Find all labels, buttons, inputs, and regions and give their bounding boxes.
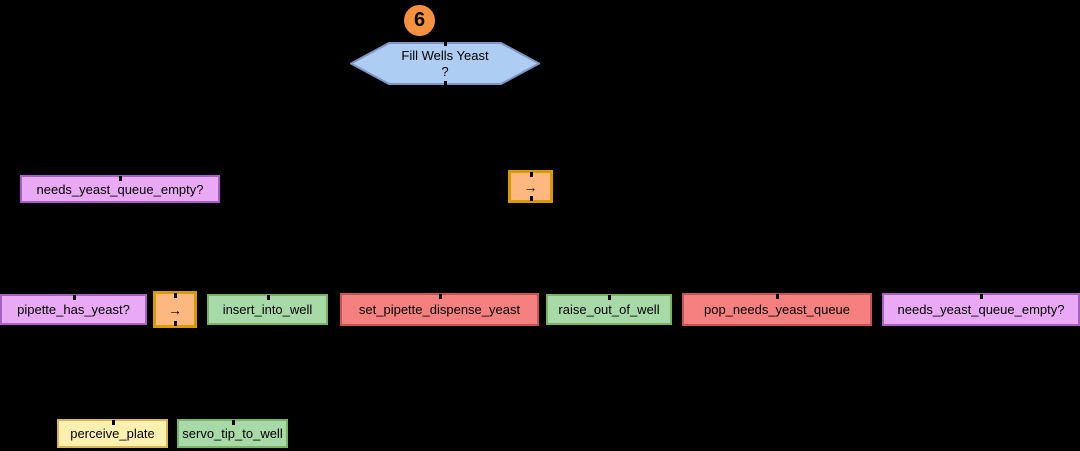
connector-nub bbox=[72, 295, 76, 300]
node-label: raise_out_of_well bbox=[558, 302, 660, 317]
connector-nub bbox=[608, 295, 611, 300]
connector-nub bbox=[438, 294, 442, 299]
node-pipette-has-yeast: pipette_has_yeast? bbox=[0, 294, 147, 325]
node-label: pipette_has_yeast? bbox=[17, 302, 130, 317]
sequence-arrow-icon: → bbox=[523, 178, 538, 195]
connector-nub bbox=[980, 294, 983, 299]
connector-nub bbox=[174, 321, 177, 326]
node-label: needs_yeast_queue_empty? bbox=[897, 302, 1065, 317]
root-node-label: Fill Wells Yeast ? bbox=[401, 47, 489, 79]
tree-index-label: 6 bbox=[413, 9, 426, 31]
node-sequence-arrow-2: → bbox=[153, 291, 197, 328]
sequence-arrow-icon: → bbox=[168, 301, 182, 318]
tree-index-badge: 6 bbox=[404, 5, 435, 36]
node-pop-needs-yeast-queue: pop_needs_yeast_queue bbox=[682, 293, 872, 326]
node-insert-into-well: insert_into_well bbox=[207, 294, 328, 325]
node-perceive-plate: perceive_plate bbox=[57, 419, 168, 448]
node-label: needs_yeast_queue_empty? bbox=[36, 181, 204, 197]
node-sequence-arrow: → bbox=[508, 170, 553, 203]
connector-nub bbox=[174, 293, 177, 298]
connector-nub bbox=[111, 420, 115, 425]
node-label: pop_needs_yeast_queue bbox=[703, 302, 851, 317]
node-label: perceive_plate bbox=[70, 426, 155, 441]
node-label: insert_into_well bbox=[222, 302, 313, 317]
root-node-fill-wells-yeast: Fill Wells Yeast ? bbox=[350, 41, 540, 86]
node-raise-out-of-well: raise_out_of_well bbox=[546, 294, 672, 325]
node-needs-yeast-queue-empty-2: needs_yeast_queue_empty? bbox=[882, 293, 1080, 326]
connector-nub bbox=[529, 172, 533, 177]
connector-nub bbox=[231, 420, 235, 425]
node-set-pipette-dispense-yeast: set_pipette_dispense_yeast bbox=[340, 293, 539, 326]
hexagon-shape bbox=[350, 42, 540, 85]
connector-nub bbox=[444, 41, 447, 46]
node-label: set_pipette_dispense_yeast bbox=[358, 302, 521, 317]
connector-nub bbox=[444, 81, 447, 86]
connector-nub bbox=[529, 196, 533, 201]
connector-nub bbox=[776, 294, 779, 299]
connector-nub bbox=[266, 295, 270, 300]
node-needs-yeast-queue-empty: needs_yeast_queue_empty? bbox=[20, 175, 220, 203]
node-label: servo_tip_to_well bbox=[182, 426, 283, 441]
node-servo-tip-to-well: servo_tip_to_well bbox=[177, 419, 288, 448]
connector-nub bbox=[119, 176, 122, 181]
